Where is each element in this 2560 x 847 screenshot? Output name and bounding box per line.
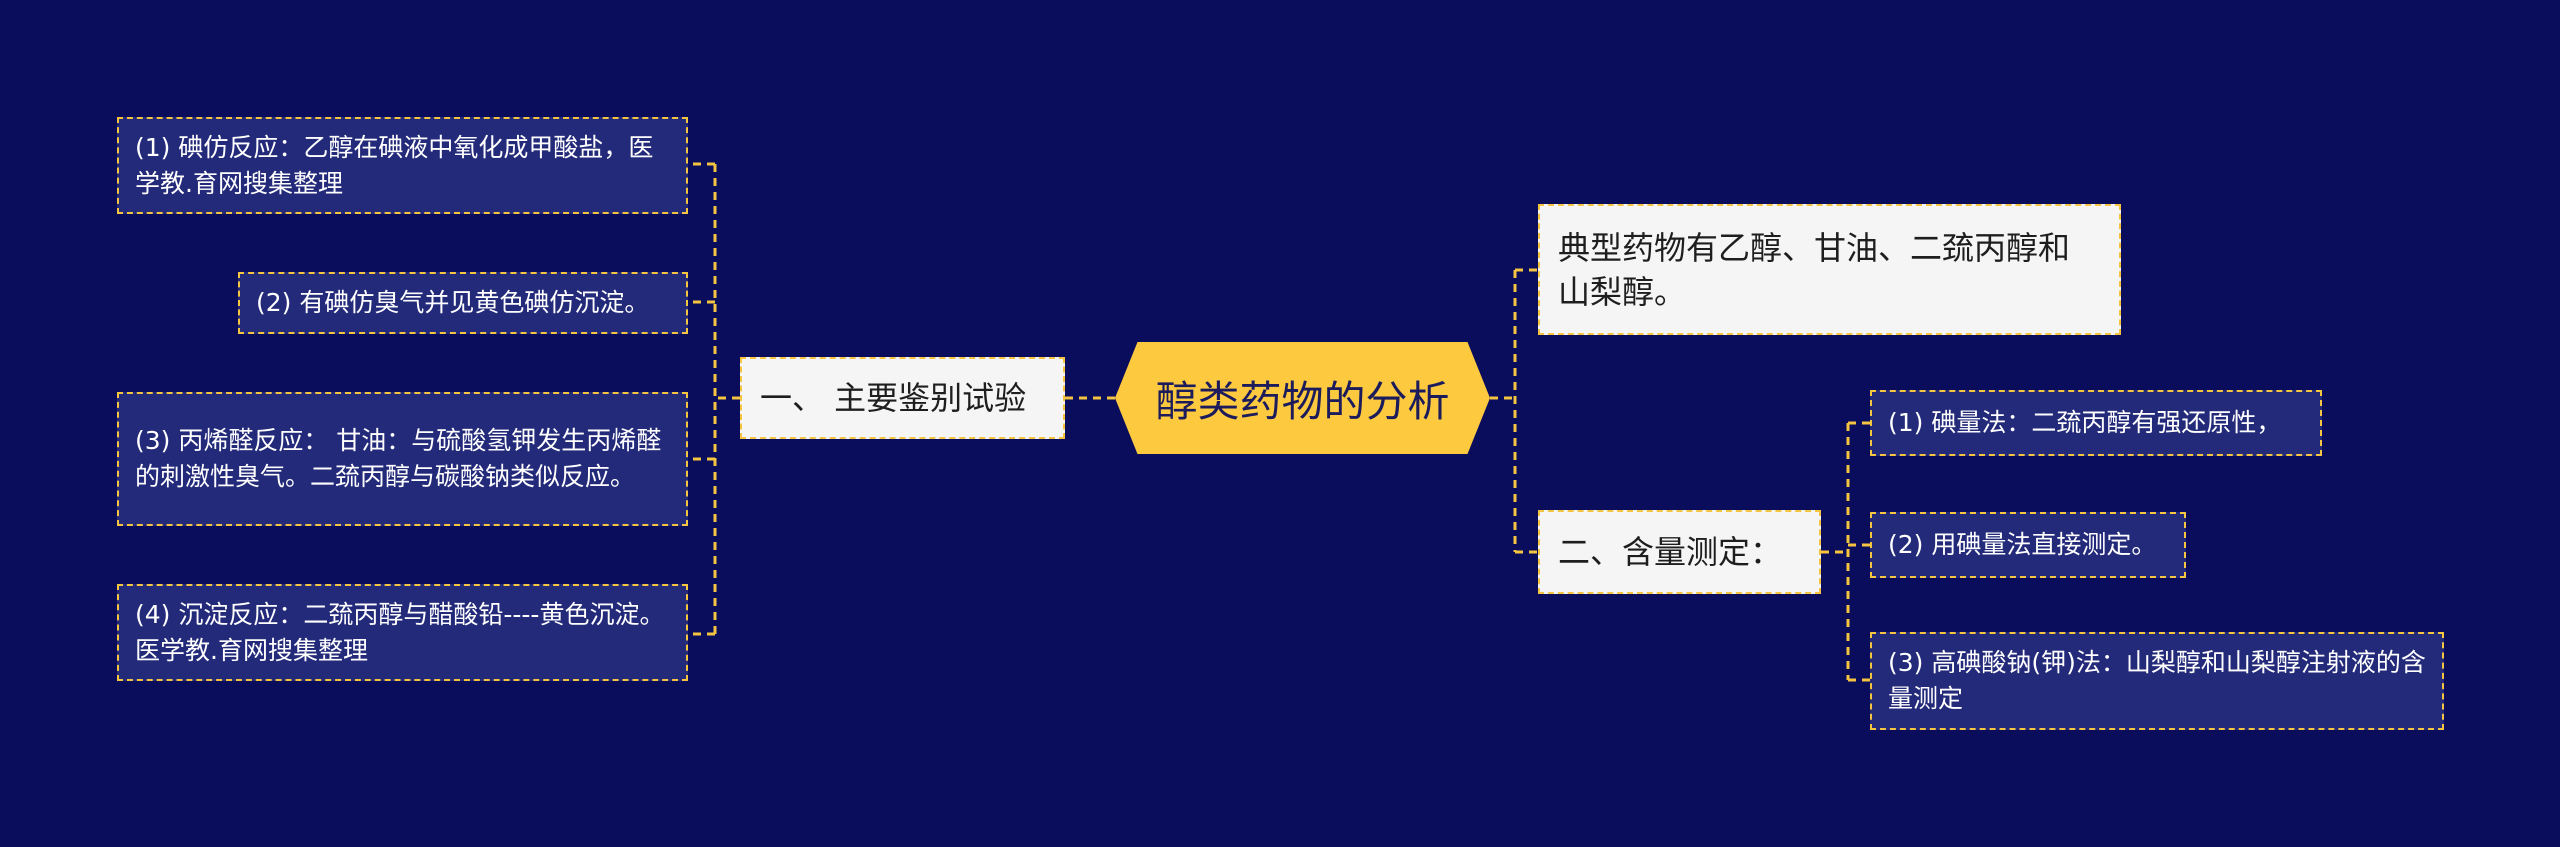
leaf-iodoform-text: (1) 碘仿反应：乙醇在碘液中氧化成甲酸盐，医学教.育网搜集整理 (135, 132, 654, 198)
branch-identification-tests[interactable]: 一、 主要鉴别试验 (740, 357, 1065, 439)
leaf-iodometry[interactable]: (1) 碘量法：二巯丙醇有强还原性， (1870, 390, 2322, 456)
root-label: 醇类药物的分析 (1155, 376, 1450, 426)
leaf-iodoform-precipitate-text: (2) 有碘仿臭气并见黄色碘仿沉淀。 (256, 288, 650, 317)
branch-content-determination-label: 二、含量测定： (1558, 533, 1783, 571)
branch-typical-drugs-label: 典型药物有乙醇、甘油、二巯丙醇和山梨醇。 (1558, 228, 2071, 311)
branch-identification-label: 一、 主要鉴别试验 (760, 379, 1027, 417)
branch-typical-drugs[interactable]: 典型药物有乙醇、甘油、二巯丙醇和山梨醇。 (1538, 204, 2121, 335)
branch-content-determination[interactable]: 二、含量测定： (1538, 510, 1821, 594)
leaf-periodate-text: (3) 高碘酸钠(钾)法：山梨醇和山梨醇注射液的含量测定 (1888, 648, 2426, 713)
leaf-precipitation-text: (4) 沉淀反应：二巯丙醇与醋酸铅----黄色沉淀。医学教.育网搜集整理 (135, 599, 665, 665)
root-node[interactable]: 醇类药物的分析 (1115, 342, 1490, 454)
leaf-iodoform-reaction[interactable]: (1) 碘仿反应：乙醇在碘液中氧化成甲酸盐，医学教.育网搜集整理 (117, 117, 688, 214)
leaf-direct-titration-text: (2) 用碘量法直接测定。 (1888, 530, 2157, 559)
connector-left-trunk (713, 164, 740, 634)
leaf-acrolein-reaction[interactable]: (3) 丙烯醛反应： 甘油：与硫酸氢钾发生丙烯醛的刺激性臭气。二巯丙醇与碳酸钠类… (117, 392, 688, 526)
leaf-iodoform-precipitate[interactable]: (2) 有碘仿臭气并见黄色碘仿沉淀。 (238, 272, 688, 334)
leaf-precipitation-reaction[interactable]: (4) 沉淀反应：二巯丙醇与醋酸铅----黄色沉淀。医学教.育网搜集整理 (117, 584, 688, 681)
leaf-iodometry-text: (1) 碘量法：二巯丙醇有强还原性， (1888, 408, 2282, 437)
leaf-acrolein-text: (3) 丙烯醛反应： 甘油：与硫酸氢钾发生丙烯醛的刺激性臭气。二巯丙醇与碳酸钠类… (135, 426, 662, 491)
leaf-direct-titration[interactable]: (2) 用碘量法直接测定。 (1870, 512, 2186, 578)
leaf-periodate-method[interactable]: (3) 高碘酸钠(钾)法：山梨醇和山梨醇注射液的含量测定 (1870, 632, 2444, 730)
